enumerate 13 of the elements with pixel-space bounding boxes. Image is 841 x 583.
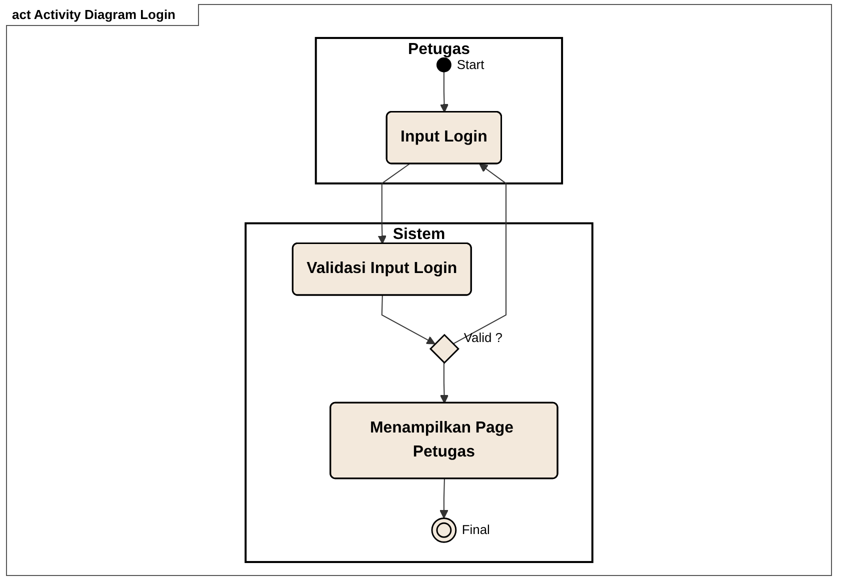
node-caption: Start: [456, 56, 484, 72]
arrow: [440, 71, 449, 113]
node-circle: [431, 517, 457, 543]
arrow: [440, 362, 449, 404]
node-caption: Valid ?: [464, 330, 502, 345]
node-caption: Final: [462, 522, 490, 538]
arrow: [440, 478, 448, 519]
arrow: [381, 295, 436, 344]
node-diamond: [429, 334, 460, 364]
arrow: [452, 164, 506, 344]
arrow: [378, 164, 410, 244]
diagram-title: act Activity Diagram Login: [6, 4, 198, 26]
node-circle: [436, 57, 452, 72]
